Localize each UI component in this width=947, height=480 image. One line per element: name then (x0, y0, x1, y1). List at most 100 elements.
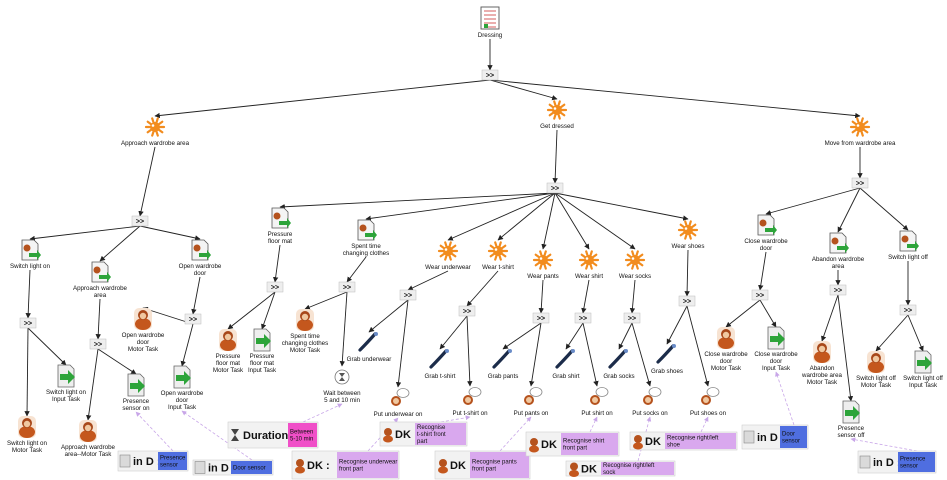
task-node-grab_under[interactable]: Grab underwear (347, 332, 392, 363)
task-node-wpants[interactable]: Wear pants (527, 250, 559, 280)
user-task-icon (357, 219, 377, 241)
operator-op_aw[interactable]: >> (89, 338, 107, 350)
task-label: Put underwear on (374, 411, 423, 418)
operator-op_ow[interactable]: >> (184, 313, 202, 325)
task-node-grab_pants[interactable]: Grab pants (488, 349, 519, 380)
operator-op_wp[interactable]: >> (532, 312, 550, 324)
operator-op_ab[interactable]: >> (829, 284, 847, 296)
task-node-grab_tshirt[interactable]: Grab t-shirt (425, 349, 456, 380)
annotation-key: in D : (208, 463, 236, 475)
operator-box (89, 338, 107, 350)
task-node-movefrom[interactable]: Move from wardrobe area (825, 117, 896, 147)
operator-op_mv[interactable]: >> (851, 177, 869, 189)
task-node-put_shoes[interactable]: Put shoes on (690, 387, 727, 418)
edge-op_stcc-to-wait (339, 291, 348, 367)
operator-box (532, 312, 550, 324)
task-node-approach[interactable]: Approach wardrobe area (121, 117, 190, 147)
task-node-grab_socks[interactable]: Grab socks (603, 349, 635, 380)
task-node-root[interactable]: Dressing (478, 6, 503, 39)
task-node-grab_shoes[interactable]: Grab shoes (651, 344, 683, 375)
task-label: Grab t-shirt (425, 373, 456, 380)
task-node-grab_shirt[interactable]: Grab shirt (552, 349, 580, 380)
task-node-switchoff[interactable]: Switch light off (888, 230, 928, 261)
operator-box (399, 289, 417, 301)
task-node-getdressed[interactable]: Get dressed (540, 100, 574, 130)
operator-label: >> (136, 219, 144, 226)
device-icon (743, 430, 755, 444)
operator-op_pfm[interactable]: >> (266, 281, 284, 293)
task-node-put_shirt[interactable]: Put shirt on (581, 387, 613, 418)
task-node-put_under[interactable]: Put underwear on (374, 388, 423, 419)
task-node-put_pants[interactable]: Put pants on (514, 387, 549, 418)
operator-op_wt[interactable]: >> (458, 305, 476, 317)
operator-op_wu[interactable]: >> (399, 289, 417, 301)
annotation-value-bg (561, 433, 618, 455)
task-node-switchon[interactable]: Switch light on (10, 239, 51, 270)
operator-op_stcc[interactable]: >> (338, 281, 356, 293)
operator-op_gd[interactable]: >> (546, 182, 564, 194)
edge-op_app-to-openwd (139, 225, 201, 241)
edge-closewd-to-op_cw (758, 251, 767, 291)
operator-op_so[interactable]: >> (899, 304, 917, 316)
user-task-icon (91, 261, 111, 283)
task-node-wsocks[interactable]: Wear socks (619, 250, 651, 280)
task-node-put_tshirt[interactable]: Put t-shirt on (452, 387, 488, 418)
task-node-wunder[interactable]: Wear underwear (425, 241, 471, 271)
annotation-device-a_door1[interactable]: in D :Door sensor (192, 459, 274, 476)
task-node-put_socks[interactable]: Put socks on (632, 387, 668, 418)
task-node-wtshirt[interactable]: Wear t-shirt (482, 241, 514, 271)
operator-op_sw[interactable]: >> (19, 317, 37, 329)
cognitive-task-icon (701, 387, 720, 405)
annotation-key: DK : (450, 460, 473, 472)
task-label: Put pants on (514, 410, 549, 417)
cognitive-task-icon (590, 387, 609, 405)
operator-op_app[interactable]: >> (131, 215, 149, 227)
operator-label: >> (756, 293, 764, 300)
operator-op_cw[interactable]: >> (751, 289, 769, 301)
operator-op_ws[interactable]: >> (574, 312, 592, 324)
task-node-wshirt[interactable]: Wear shirt (575, 250, 603, 280)
cognitive-task-icon (463, 387, 482, 405)
motor-task-icon (296, 309, 314, 331)
edge-op_mv-to-closewd (765, 187, 861, 216)
operator-op_wh[interactable]: >> (678, 295, 696, 307)
operator-op_root[interactable]: >> (481, 69, 499, 81)
operator-box (678, 295, 696, 307)
operator-op_wk[interactable]: >> (623, 312, 641, 324)
task-node-wshoes[interactable]: Wear shoes (672, 220, 705, 250)
